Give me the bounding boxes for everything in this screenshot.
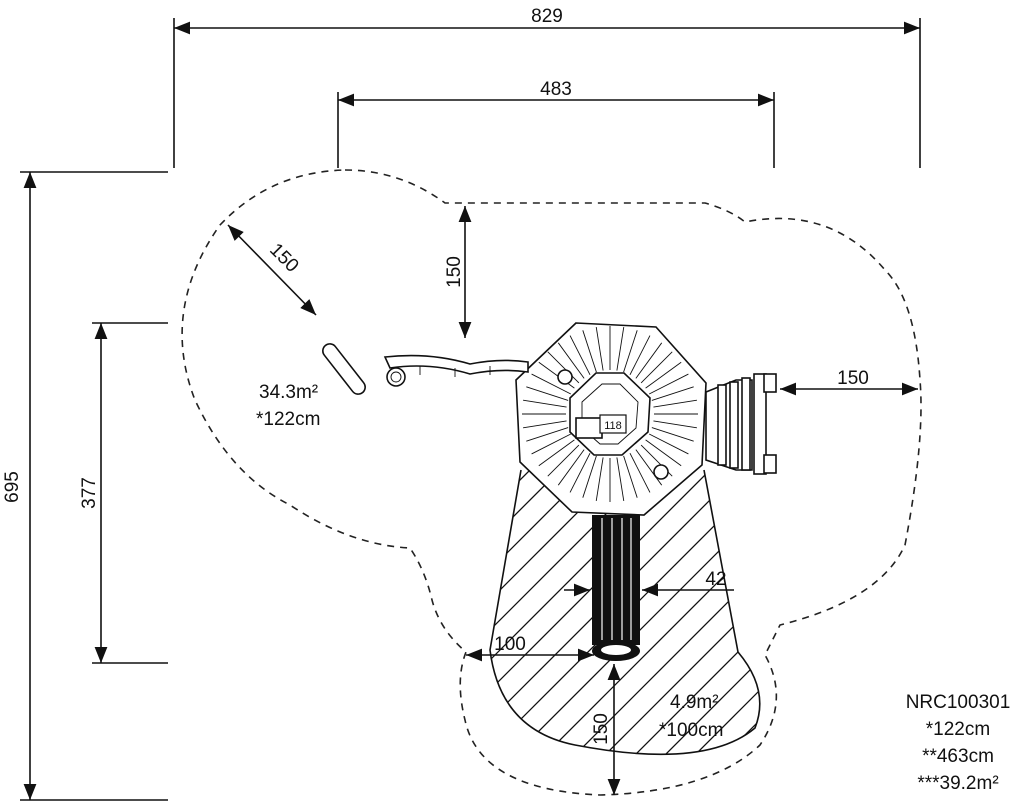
- roof-plank: [582, 455, 597, 498]
- tower-height-tag: [599, 414, 627, 434]
- roof-plank: [531, 433, 572, 455]
- roof-plank: [653, 420, 697, 429]
- roof-plank: [616, 457, 625, 501]
- tower-height-label: 118: [604, 420, 622, 432]
- dimension-slide-side: 100: [466, 634, 594, 662]
- dimension-radius-left: 150: [227, 224, 317, 316]
- hatch-line: [490, 470, 591, 755]
- hatch-line: [0, 470, 290, 800]
- slide-height-label: *100cm: [659, 720, 723, 741]
- roof-plank: [645, 439, 682, 467]
- roof-plank: [635, 342, 663, 379]
- roof-plank: [651, 427, 694, 442]
- roof-plank: [623, 455, 638, 498]
- roof-plank: [569, 452, 591, 493]
- hatch-line: [490, 470, 741, 755]
- slide-width-label: 42: [705, 569, 726, 590]
- roof-plank: [557, 449, 585, 486]
- roof-planks: [522, 326, 698, 502]
- hatch-line: [499, 470, 760, 755]
- spec-perimeter: **463cm: [922, 746, 994, 767]
- tower: 118: [515, 322, 707, 516]
- roof-plank: [526, 386, 569, 401]
- hatch-line: [50, 470, 380, 800]
- roof-plank: [616, 327, 625, 371]
- spec-total-area: ***39.2m²: [917, 773, 998, 794]
- roof-plank: [547, 351, 580, 384]
- hatch-line: [1010, 470, 1024, 800]
- inner-width-label: 483: [540, 79, 572, 100]
- horizontal-bridge: [322, 343, 529, 395]
- hatch-line: [0, 470, 260, 800]
- overall-width-label: 829: [531, 6, 563, 27]
- slide-area-label: 4.9m²: [670, 692, 719, 713]
- hatch-line: [0, 470, 170, 800]
- hatch-line: [490, 470, 711, 755]
- main-height-label: *122cm: [256, 409, 320, 430]
- bottom-clearance-label: 150: [591, 713, 612, 745]
- slide-chute: [592, 515, 640, 661]
- hatch-line: [0, 470, 320, 800]
- dimension-overall-height: 695: [2, 171, 168, 801]
- dimension-overall-width: 829: [173, 6, 921, 168]
- roof-plank: [582, 330, 597, 373]
- right-clearance-label: 150: [837, 368, 869, 389]
- spec-block: NRC100301 *122cm **463cm ***39.2m²: [906, 692, 1011, 794]
- side-ladder: [705, 373, 777, 475]
- roof-plank: [523, 420, 567, 429]
- spec-fall-height: *122cm: [926, 719, 990, 740]
- hatch-line: [619, 470, 760, 755]
- main-area-label: 34.3m²: [259, 382, 318, 403]
- roof-plank: [640, 351, 673, 384]
- slide-side-label: 100: [494, 634, 526, 655]
- roof-plank: [653, 399, 697, 408]
- dimension-side-height: 377: [79, 322, 168, 664]
- roof-plank: [595, 457, 604, 501]
- roof-plank: [645, 361, 682, 389]
- hatch-line: [20, 470, 350, 800]
- roof-plank: [648, 373, 689, 395]
- roof-plank: [523, 399, 567, 408]
- hatch-line: [490, 470, 621, 755]
- hatch-line: [140, 470, 470, 800]
- hatch-line: [529, 470, 760, 755]
- roof-plank: [569, 335, 591, 376]
- roof-plank: [531, 373, 572, 395]
- dimension-right-clearance: 150: [780, 368, 918, 396]
- dimension-top-clearance: 150: [444, 206, 472, 338]
- roof-plank: [629, 335, 651, 376]
- side-height-label: 377: [79, 477, 100, 509]
- model-number: NRC100301: [906, 692, 1011, 713]
- hatch-line: [649, 470, 760, 755]
- roof-plank: [623, 330, 638, 373]
- top-clearance-label: 150: [444, 256, 465, 288]
- hatch-line: [110, 470, 440, 800]
- overall-height-label: 695: [2, 471, 23, 503]
- hatch-line: [490, 470, 531, 755]
- roof-plank: [538, 439, 575, 467]
- hatch-line: [80, 470, 410, 800]
- roof-plank: [595, 327, 604, 371]
- roof-plank: [629, 452, 651, 493]
- roof-plank: [651, 386, 694, 401]
- dimension-inner-width: 483: [337, 79, 775, 168]
- roof-plank: [648, 433, 689, 455]
- roof-plank: [526, 427, 569, 442]
- radius-left-label: 150: [265, 239, 302, 276]
- roof-plank: [557, 342, 585, 379]
- dimension-bottom-clearance: 150: [591, 664, 621, 795]
- roof-plank: [547, 444, 580, 477]
- dimension-slide-width: 42: [564, 569, 734, 597]
- roof-plank: [635, 449, 663, 486]
- hatch-line: [0, 470, 230, 800]
